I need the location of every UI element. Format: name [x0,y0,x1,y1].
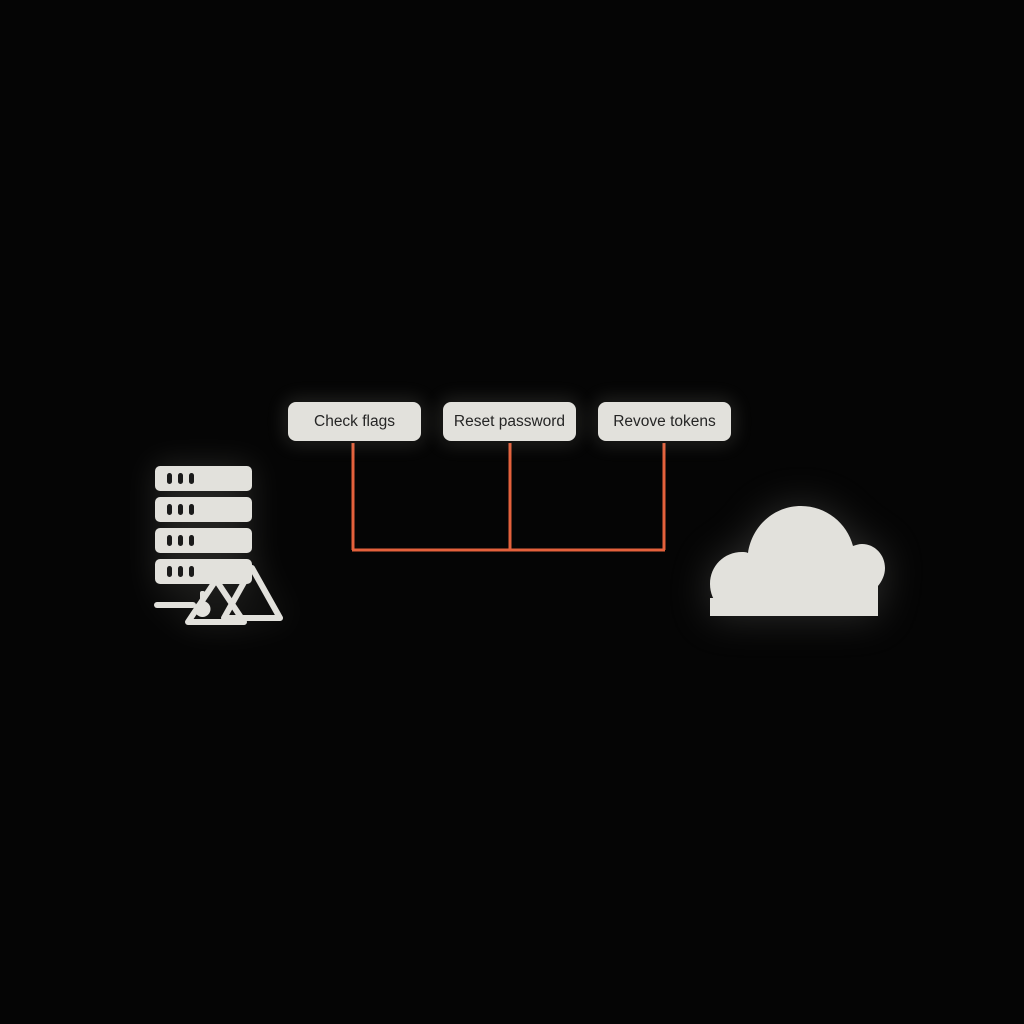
action-button-revove-tokens[interactable]: Revove tokens [598,402,731,441]
cloud-icon [710,506,885,616]
rack-unit-icon [155,466,252,491]
action-button-reset-password[interactable]: Reset password [443,402,576,441]
rack-unit-icon [155,528,252,553]
rack-unit-icon [155,559,252,584]
action-button-check-flags[interactable]: Check flags [288,402,421,441]
triangles-icon [185,565,283,625]
server-rack-icon [154,466,283,625]
rack-unit-icon [155,497,252,522]
